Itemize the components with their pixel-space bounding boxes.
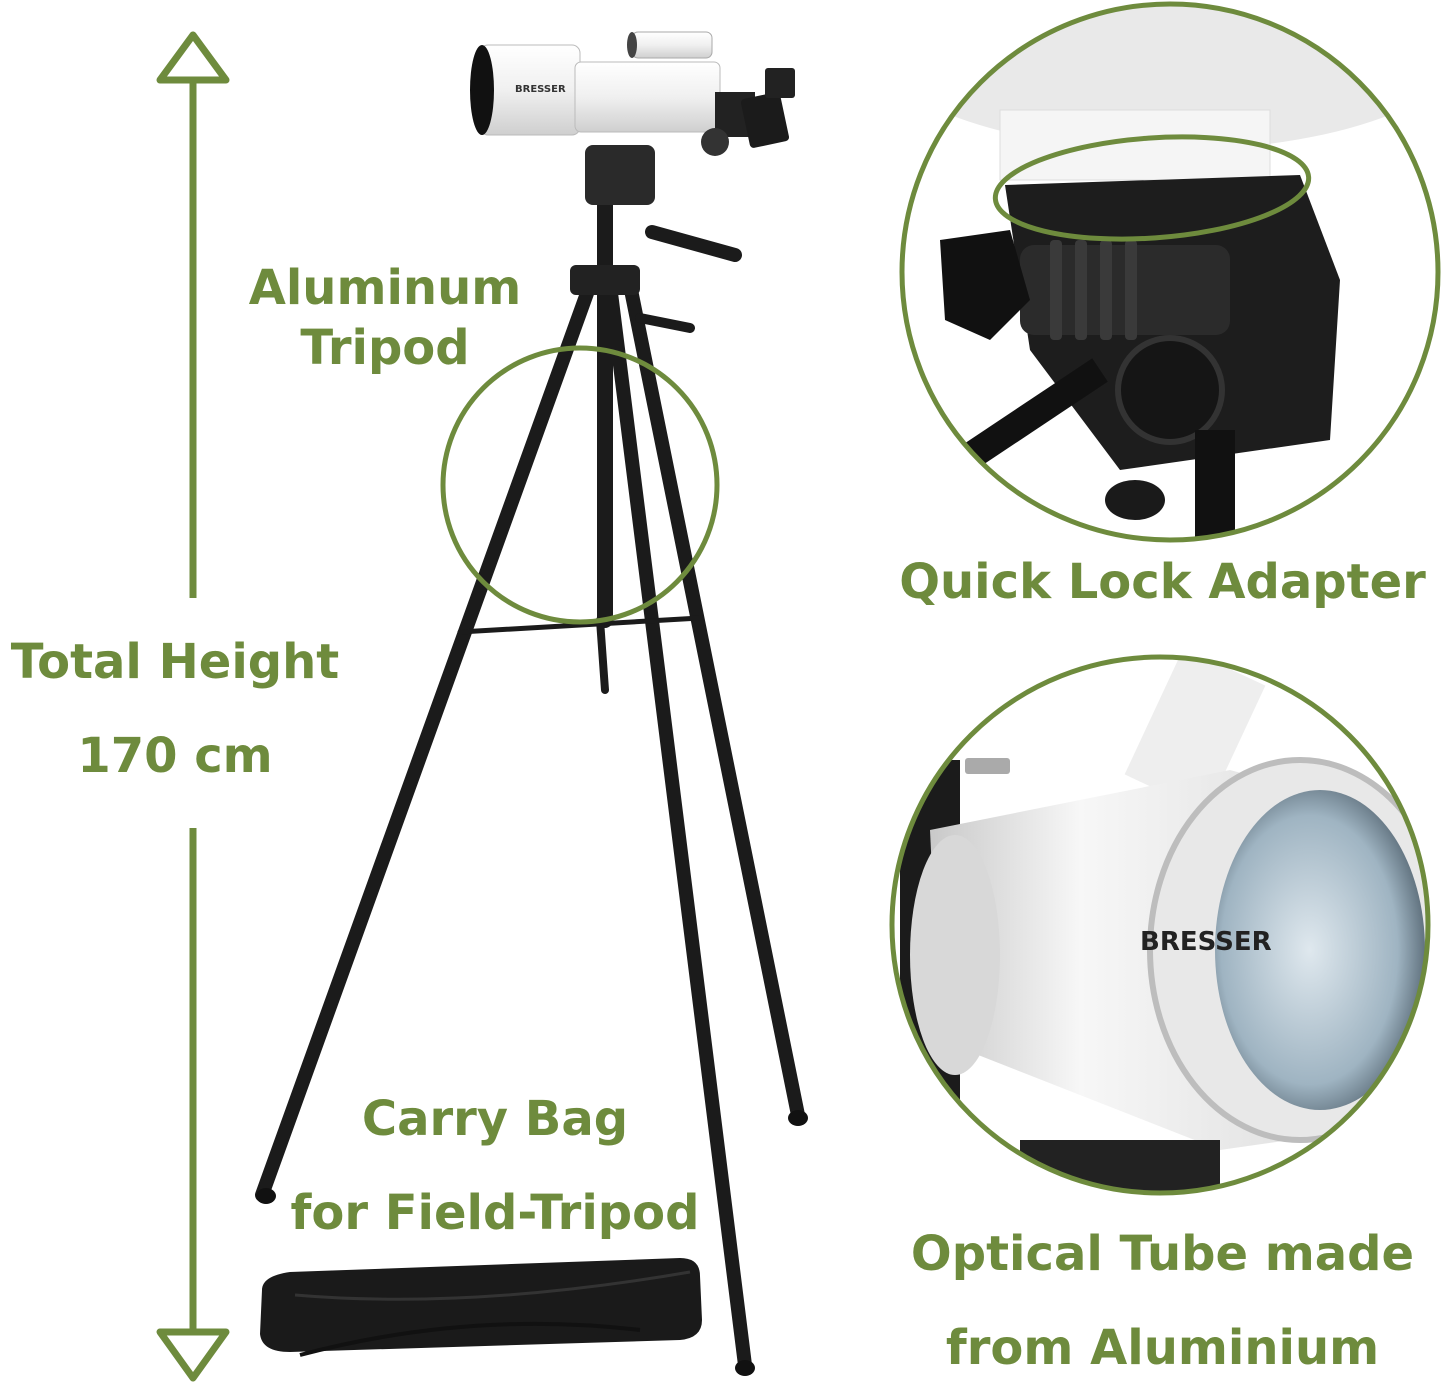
quick-lock-adapter-label: Quick Lock Adapter — [899, 554, 1426, 610]
height-label-line-2: 170 cm — [77, 727, 273, 784]
tube-frame — [889, 654, 1431, 1196]
double-arrow-icon — [156, 31, 230, 1382]
telescope: BRESSER — [470, 31, 795, 156]
tube-label-line-2: from Aluminium — [945, 1319, 1380, 1376]
bag-label-line-2: for Field-Tripod — [290, 1184, 700, 1241]
tube-label-line-1: Optical Tube made — [910, 1226, 1415, 1282]
total-height-label: Total Height 170 cm — [0, 616, 355, 803]
tube-detail-image: BRESSER — [889, 654, 1431, 1196]
tripod-label-line-1: Aluminum — [248, 260, 522, 316]
brand-logo-small: BRESSER — [515, 84, 566, 95]
bag-label-line-1: Carry Bag — [361, 1091, 629, 1147]
height-label-line-1: Total Height — [10, 634, 340, 690]
tripod-label-line-2: Tripod — [300, 320, 470, 376]
adapter-highlight-ellipse — [992, 134, 1312, 242]
aluminum-tripod-label: Aluminum Tripod — [210, 258, 560, 378]
tripod-head — [585, 145, 655, 205]
adapter-frame — [899, 1, 1441, 543]
adapter-detail-image — [899, 1, 1441, 543]
tripod-highlight-circle — [440, 345, 720, 625]
optical-tube-label: Optical Tube made from Aluminium — [880, 1208, 1445, 1395]
brand-logo-detail: BRESSER — [1140, 927, 1272, 957]
carry-bag-label: Carry Bag for Field-Tripod — [255, 1073, 735, 1260]
carry-bag — [260, 1258, 702, 1357]
